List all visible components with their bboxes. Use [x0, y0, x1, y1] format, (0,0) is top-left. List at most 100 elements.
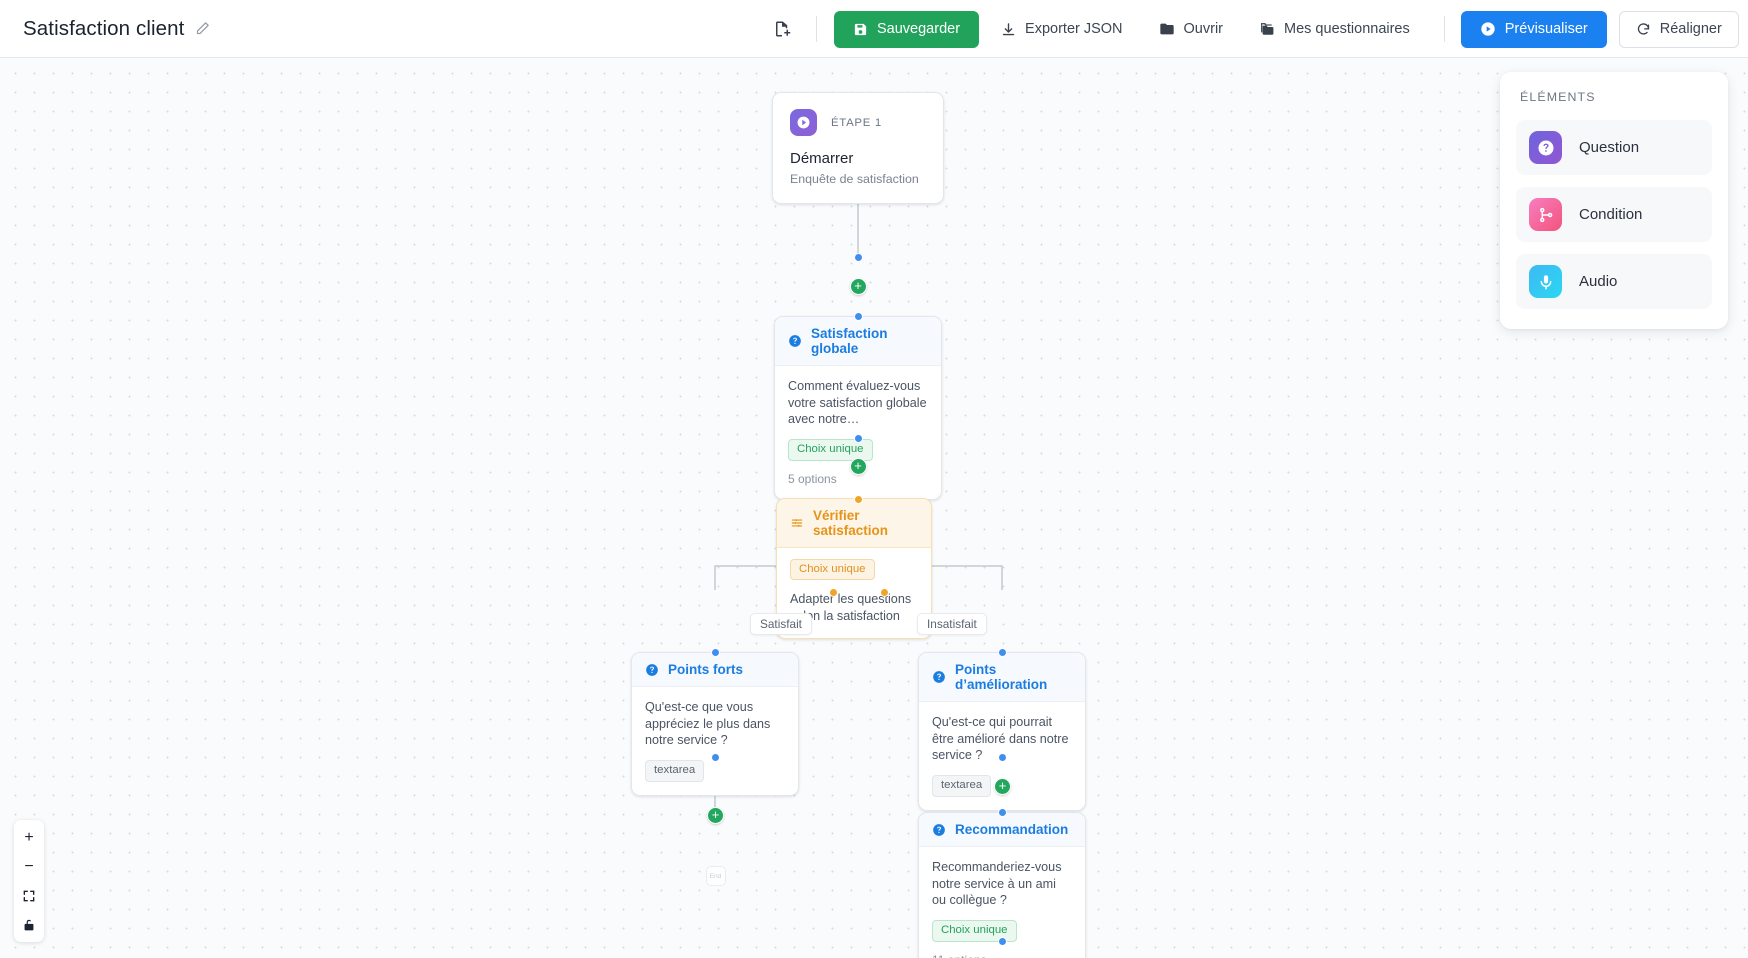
save-icon [853, 22, 868, 37]
my-questionnaires-label: Mes questionnaires [1284, 21, 1410, 37]
question-circle-icon [788, 334, 802, 348]
edge-label-satisfait: Satisfait [750, 613, 812, 635]
document-title-group: Satisfaction client [23, 17, 210, 41]
pencil-icon[interactable] [195, 21, 210, 36]
node-type-badge: Choix unique [790, 559, 875, 581]
node-options-count: 5 options [788, 471, 837, 486]
question-circle-icon [932, 823, 946, 837]
edge-label-insatisfait: Insatisfait [917, 613, 987, 635]
preview-button[interactable]: Prévisualiser [1460, 10, 1607, 48]
palette-title: ÉLÉMENTS [1520, 90, 1596, 104]
handle-condition-out-satisfait[interactable] [828, 588, 838, 597]
flow-node-start[interactable]: ÉTAPE 1 Démarrer Enquête de satisfaction [772, 92, 944, 204]
realign-button-label: Réaligner [1659, 21, 1722, 37]
add-node-button-q3[interactable]: + [994, 778, 1011, 795]
handle-q1-bottom[interactable] [853, 433, 863, 443]
toolbar-actions: Sauvegarder Exporter JSON Ouvrir [765, 0, 1739, 58]
play-circle-icon [790, 109, 817, 136]
question-circle-icon [932, 670, 946, 684]
node-question-text: Comment évaluez-vous votre satisfaction … [788, 379, 927, 427]
new-file-button[interactable] [765, 12, 799, 46]
handle-q2-bottom[interactable] [711, 753, 720, 762]
node-header: Recommandation [919, 813, 1085, 847]
folder-icon [1159, 21, 1175, 37]
node-body: Comment évaluez-vous votre satisfaction … [775, 366, 941, 499]
handle-condition-top[interactable] [853, 495, 863, 504]
flow-end-stub-left[interactable]: End [705, 866, 726, 886]
palette-item-label: Condition [1579, 206, 1643, 223]
download-icon [1001, 22, 1016, 37]
plus-icon: + [24, 828, 34, 846]
handle-q1-top[interactable] [853, 311, 863, 321]
flow-canvas[interactable]: ÉTAPE 1 Démarrer Enquête de satisfaction… [0, 58, 1748, 958]
palette-item-audio[interactable]: Audio [1516, 254, 1712, 309]
my-questionnaires-button[interactable]: Mes questionnaires [1245, 11, 1424, 48]
play-circle-icon [1480, 21, 1496, 37]
elements-palette: ÉLÉMENTS Question Condition [1500, 72, 1728, 329]
add-node-button-q1[interactable]: + [849, 458, 867, 475]
sliders-icon [790, 516, 804, 530]
node-body: Recommanderiez-vous notre service à un a… [919, 847, 1085, 958]
palette-item-condition[interactable]: Condition [1516, 187, 1712, 242]
node-header: Vérifier satisfaction [777, 499, 931, 548]
export-json-label: Exporter JSON [1025, 21, 1123, 37]
open-button[interactable]: Ouvrir [1145, 11, 1237, 48]
palette-item-label: Question [1579, 139, 1640, 156]
node-type-badge: textarea [645, 760, 705, 782]
folders-icon [1259, 21, 1275, 37]
export-json-button[interactable]: Exporter JSON [987, 11, 1137, 48]
flow-node-satisfaction-globale[interactable]: Satisfaction globale Comment évaluez-vou… [774, 316, 942, 500]
save-button[interactable]: Sauvegarder [834, 10, 980, 48]
realign-button[interactable]: Réaligner [1618, 10, 1739, 48]
save-button-label: Sauvegarder [877, 21, 961, 37]
preview-button-label: Prévisualiser [1504, 21, 1588, 37]
node-title: Recommandation [955, 822, 1069, 837]
palette-item-question[interactable]: Question [1516, 120, 1712, 175]
node-type-badge: textarea [932, 775, 992, 797]
toolbar-divider [816, 16, 817, 42]
flow-node-verifier-satisfaction[interactable]: Vérifier satisfaction Choix unique Adapt… [776, 498, 932, 639]
add-node-button-start[interactable]: + [849, 278, 867, 295]
node-title: Vérifier satisfaction [813, 508, 889, 538]
node-body: Choix unique Adapter les questions selon… [777, 548, 931, 638]
lock-open-icon [22, 918, 36, 932]
flow-node-points-forts[interactable]: Points forts Qu'est-ce que vous apprécie… [631, 652, 799, 796]
start-node-title: Démarrer [790, 150, 854, 167]
node-type-badge: Choix unique [788, 439, 873, 461]
start-node-step-label: ÉTAPE 1 [831, 116, 882, 129]
handle-q4-bottom[interactable] [998, 937, 1007, 946]
handle-q3-top[interactable] [998, 647, 1007, 657]
handle-start-bottom[interactable] [853, 253, 863, 262]
fit-view-icon [22, 889, 36, 903]
top-toolbar: Satisfaction client Sauvegarder [0, 0, 1748, 58]
add-node-button-q2[interactable]: + [707, 807, 724, 824]
fit-view-button[interactable] [14, 881, 44, 910]
start-node-subtitle: Enquête de satisfaction [790, 172, 919, 186]
open-button-label: Ouvrir [1183, 21, 1224, 37]
lock-button[interactable] [14, 910, 44, 939]
branch-icon [1529, 198, 1562, 231]
handle-condition-out-insatisfait[interactable] [879, 588, 889, 597]
handle-q3-bottom[interactable] [998, 753, 1007, 762]
node-title: Points d’amélioration [955, 662, 1048, 692]
end-stub-label: End [709, 872, 722, 880]
node-title: Satisfaction globale [811, 326, 888, 356]
zoom-in-button[interactable]: + [14, 823, 44, 852]
palette-item-label: Audio [1579, 273, 1618, 290]
minus-icon: − [24, 857, 34, 875]
node-question-text: Qu'est-ce qui pourrait être amélioré dan… [932, 715, 1069, 763]
page-title: Satisfaction client [23, 16, 185, 40]
node-body: Qu'est-ce que vous appréciez le plus dan… [632, 687, 798, 795]
handle-q4-top[interactable] [998, 808, 1007, 817]
question-circle-icon [1529, 131, 1562, 164]
zoom-out-button[interactable]: − [14, 852, 44, 881]
zoom-controls: + − [14, 820, 44, 942]
refresh-icon [1636, 22, 1651, 37]
flow-node-recommandation[interactable]: Recommandation Recommanderiez-vous notre… [918, 812, 1086, 958]
node-question-text: Recommanderiez-vous notre service à un a… [932, 860, 1062, 908]
node-header: Points d’amélioration [919, 653, 1085, 702]
node-body: Qu'est-ce qui pourrait être amélioré dan… [919, 702, 1085, 810]
handle-q2-top[interactable] [711, 647, 720, 657]
start-node-header: ÉTAPE 1 [790, 109, 926, 136]
toolbar-divider-2 [1443, 16, 1445, 42]
